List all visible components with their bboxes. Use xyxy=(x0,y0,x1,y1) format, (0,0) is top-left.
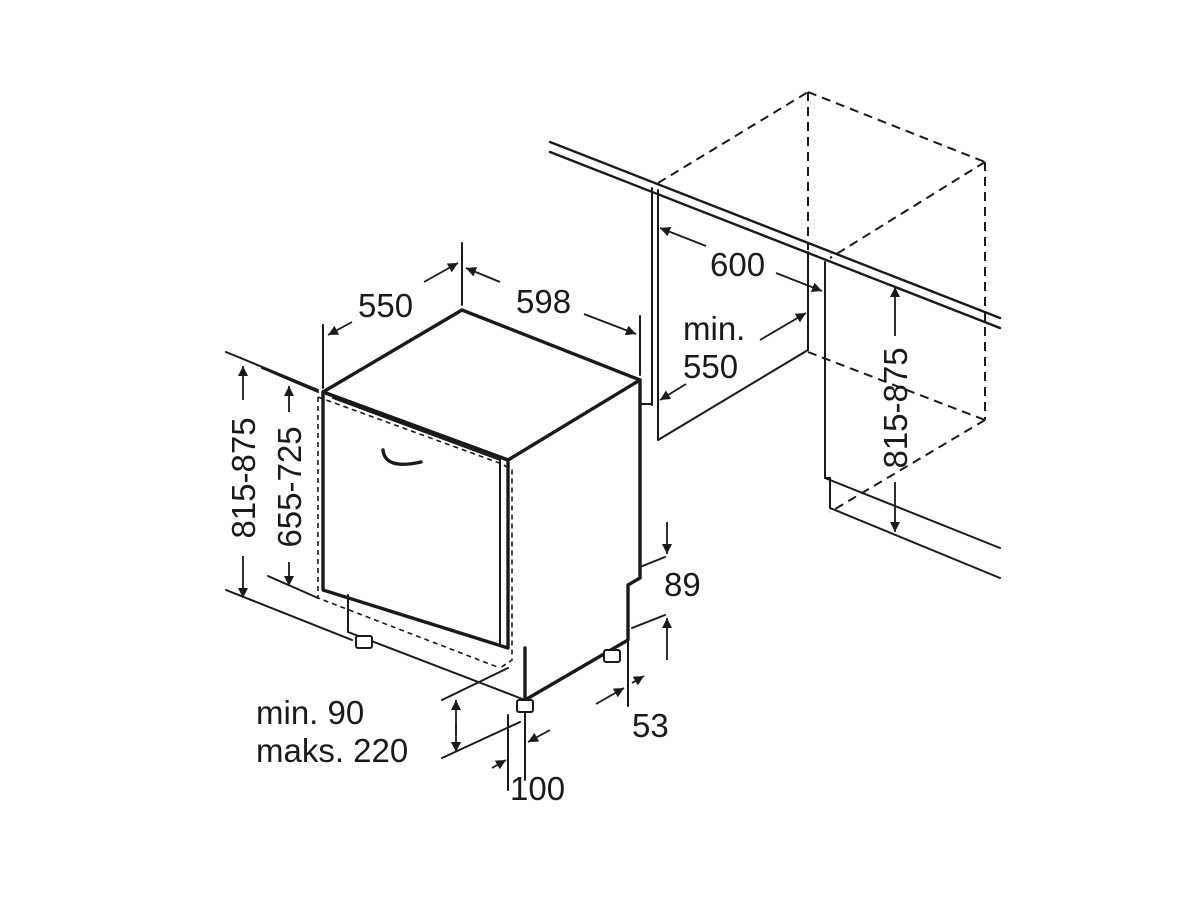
dim-width xyxy=(465,267,641,376)
label-total-height: 815-875 xyxy=(225,417,262,538)
niche-outline-dashed xyxy=(657,91,986,513)
dim-plinth-top xyxy=(631,522,672,660)
label-width: 598 xyxy=(516,283,571,320)
label-foot-min: min. 90 xyxy=(256,694,364,731)
dim-total-height xyxy=(225,351,353,641)
label-niche-height: 815-875 xyxy=(877,347,914,468)
countertop xyxy=(548,140,1002,330)
label-niche-width: 600 xyxy=(710,246,765,283)
label-depth: 550 xyxy=(358,287,413,324)
label-plinth-top: 89 xyxy=(664,566,701,603)
label-foot-offset: 100 xyxy=(510,770,565,807)
dim-niche-depth xyxy=(659,312,807,401)
label-door-height: 655-725 xyxy=(271,426,308,547)
label-plinth-bottom: 53 xyxy=(632,707,669,744)
dim-door-height xyxy=(261,367,319,599)
door-handle xyxy=(381,448,423,466)
dim-niche-width xyxy=(659,226,823,293)
dim-plinth-bottom xyxy=(595,639,645,707)
feet xyxy=(355,635,621,713)
label-niche-depth-line2: 550 xyxy=(683,348,738,385)
dim-depth xyxy=(322,242,463,389)
niche-cabinet xyxy=(639,187,1001,579)
door-panel xyxy=(321,390,510,650)
dim-foot-offset xyxy=(491,711,551,791)
label-niche-depth-line1: min. xyxy=(683,310,745,347)
label-foot-max: maks. 220 xyxy=(256,732,408,769)
